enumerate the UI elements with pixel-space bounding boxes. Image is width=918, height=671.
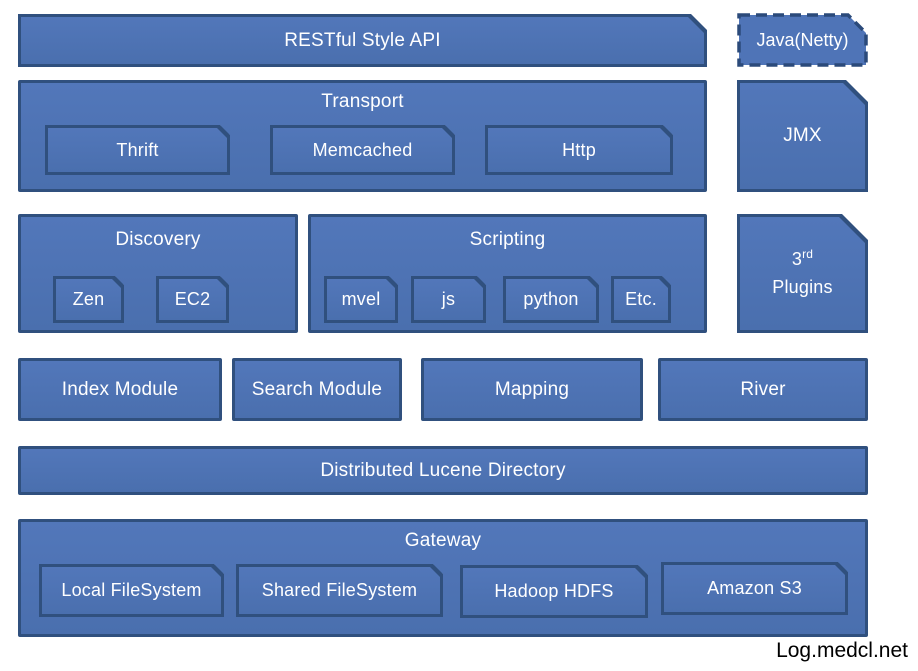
block-scripting: Scripting mvel js python Etc. [308, 214, 707, 333]
block-lucene-label: Distributed Lucene Directory [320, 459, 566, 481]
block-python: python [503, 276, 599, 323]
block-third-party-plugins: 3rd Plugins [737, 214, 868, 333]
block-distributed-lucene-directory: Distributed Lucene Directory [18, 446, 868, 495]
block-scripting-label: Scripting [469, 229, 546, 250]
block-ec2: EC2 [156, 276, 229, 323]
block-http: Http [485, 125, 673, 175]
block-restful-api-label: RESTful Style API [284, 29, 441, 51]
watermark-text: Log.medcl.net [776, 639, 908, 662]
block-index-module-label: Index Module [61, 378, 179, 400]
block-jmx: JMX [737, 80, 868, 192]
block-js-label: js [441, 289, 456, 309]
block-amazon-s3-label: Amazon S3 [707, 578, 802, 598]
block-transport: Transport Thrift Memcached Http [18, 80, 707, 192]
block-river-label: River [740, 378, 786, 400]
block-memcached: Memcached [270, 125, 455, 175]
block-mapping: Mapping [421, 358, 643, 421]
block-mvel: mvel [324, 276, 398, 323]
block-search-module: Search Module [232, 358, 402, 421]
block-thrift-label: Thrift [116, 139, 159, 160]
block-mapping-label: Mapping [494, 378, 570, 400]
block-gateway-label: Gateway [404, 530, 482, 551]
block-http-label: Http [562, 139, 596, 160]
block-index-module: Index Module [18, 358, 222, 421]
block-thrift: Thrift [45, 125, 230, 175]
block-python-label: python [523, 289, 579, 309]
block-gateway: Gateway Local FileSystem Shared FileSyst… [18, 519, 868, 637]
block-memcached-label: Memcached [312, 139, 413, 160]
dashed-folded-rect-shape [737, 13, 868, 67]
block-discovery-label: Discovery [115, 229, 201, 250]
block-etc: Etc. [611, 276, 671, 323]
block-zen: Zen [53, 276, 124, 323]
block-hadoop-hdfs-label: Hadoop HDFS [494, 581, 614, 601]
block-jmx-label: JMX [783, 125, 822, 146]
block-js: js [411, 276, 486, 323]
block-transport-label: Transport [321, 91, 404, 112]
block-plugins-ordinal: 3rd [791, 247, 814, 270]
block-java-netty-label: Java(Netty) [756, 29, 849, 50]
block-amazon-s3: Amazon S3 [661, 562, 848, 615]
block-local-filesystem-label: Local FileSystem [61, 580, 202, 600]
block-restful-api: RESTful Style API [18, 14, 707, 67]
block-river: River [658, 358, 868, 421]
block-shared-filesystem-label: Shared FileSystem [261, 580, 418, 600]
plugins-ordinal-suffix: rd [802, 247, 814, 262]
block-ec2-label: EC2 [174, 289, 211, 309]
block-java-netty: Java(Netty) [737, 13, 868, 67]
block-local-filesystem: Local FileSystem [39, 564, 224, 617]
block-zen-label: Zen [72, 289, 105, 309]
block-shared-filesystem: Shared FileSystem [236, 564, 443, 617]
block-mvel-label: mvel [341, 289, 381, 309]
block-hadoop-hdfs: Hadoop HDFS [460, 565, 648, 618]
block-plugins-word: Plugins [772, 277, 833, 297]
block-search-module-label: Search Module [251, 378, 383, 400]
block-discovery: Discovery Zen EC2 [18, 214, 298, 333]
block-etc-label: Etc. [625, 289, 657, 309]
